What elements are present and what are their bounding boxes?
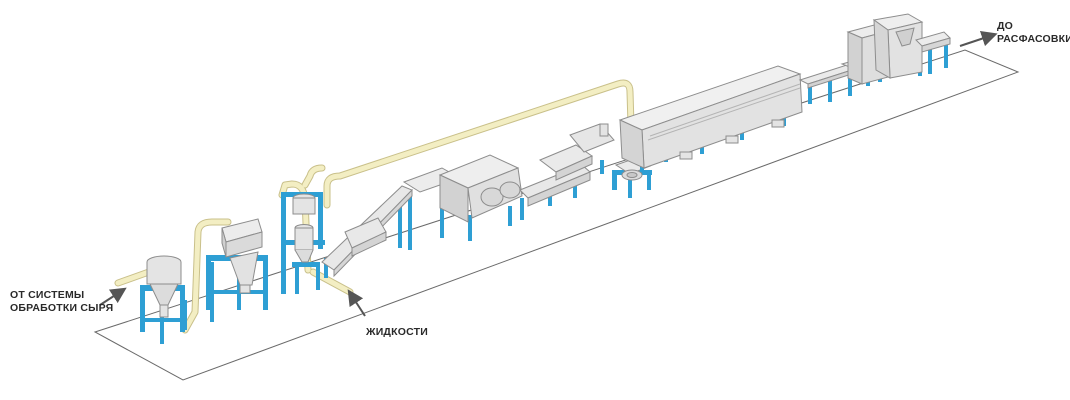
- input-raw-material-label: ОТ СИСТЕМЫ ОБРАБОТКИ СЫРЯ: [10, 289, 113, 315]
- output-label-line-1: ДО: [997, 20, 1014, 32]
- inclined-conveyor: [321, 167, 462, 278]
- separator-tower: [281, 192, 325, 294]
- output-arrow: [959, 30, 998, 47]
- dryer-oven: [618, 65, 803, 172]
- output-label-line-2: РАСФАСОВКИ: [997, 33, 1070, 45]
- raw-material-hopper: [140, 255, 187, 344]
- liquids-label: ЖИДКОСТИ: [366, 326, 428, 339]
- input-label-line-1: ОТ СИСТЕМЫ: [10, 289, 85, 301]
- flaking-conveyor: [519, 123, 615, 207]
- input-arrow: [99, 287, 127, 306]
- output-packaging-label: ДО РАСФАСОВКИ: [997, 20, 1070, 46]
- liquids-arrow: [347, 289, 366, 317]
- extruder: [438, 154, 524, 241]
- liquids-label-text: ЖИДКОСТИ: [366, 326, 428, 338]
- input-label-line-2: ОБРАБОТКИ СЫРЯ: [10, 302, 114, 314]
- floor-platform: [93, 49, 1020, 381]
- dosing-block: [846, 13, 951, 85]
- mixer-station: [206, 218, 268, 322]
